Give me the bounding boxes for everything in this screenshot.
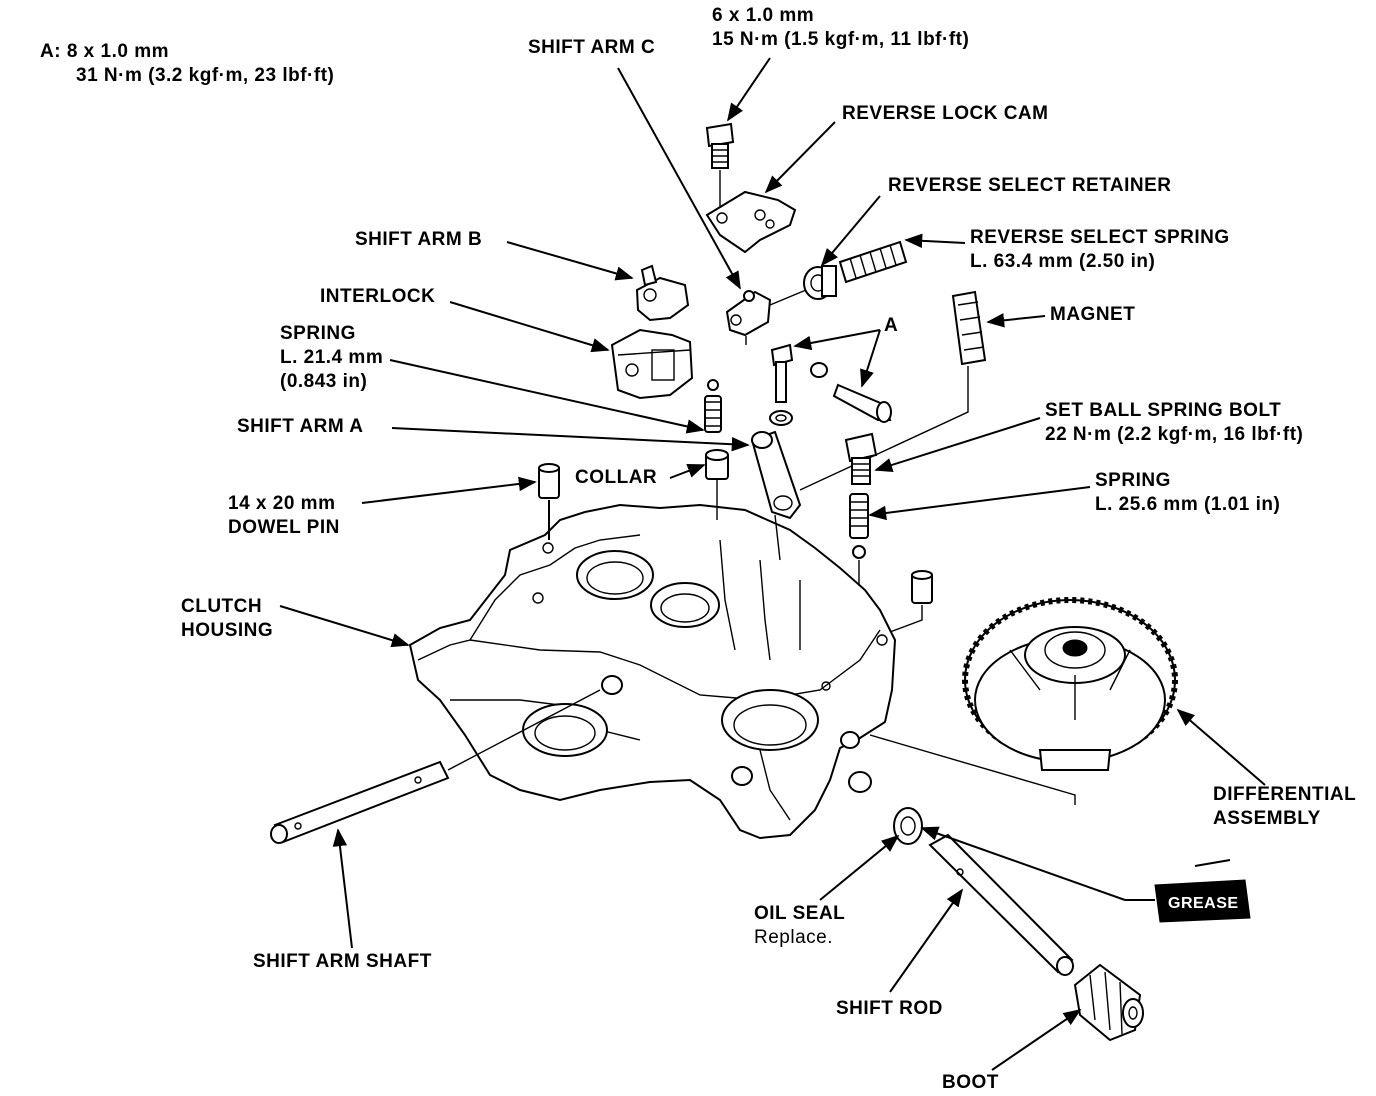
set-ball-spring-bolt-torque: 22 N·m (2.2 kgf·m, 16 lbf·ft) (1045, 424, 1304, 445)
label-collar: COLLAR (575, 467, 658, 488)
oil-seal (893, 807, 923, 845)
label-boot: BOOT (942, 1072, 999, 1093)
label-grease: GREASE (1168, 895, 1239, 912)
label-dowel-pin: 14 x 20 mm DOWEL PIN (228, 492, 340, 540)
label-a-marker: A (884, 315, 899, 336)
shift-arm-c (725, 290, 772, 345)
boot (1073, 963, 1144, 1042)
spring-large-length: L. 25.6 mm (1.01 in) (1095, 494, 1281, 515)
label-reverse-lock-cam: REVERSE LOCK CAM (842, 103, 1049, 124)
reverse-select-spring-length: L. 63.4 mm (2.50 in) (970, 251, 1156, 272)
differential-line1: DIFFERENTIAL (1213, 784, 1357, 805)
label-spring-small: SPRING L. 21.4 mm (0.843 in) (280, 322, 383, 394)
label-spring-large: SPRING L. 25.6 mm (1.01 in) (1095, 469, 1280, 517)
spring-large-name: SPRING (1095, 470, 1171, 491)
label-shift-arm-a: SHIFT ARM A (237, 416, 364, 437)
shift-arm-shaft (270, 689, 601, 844)
bolt-a-right (810, 362, 892, 423)
label-shift-rod: SHIFT ROD (836, 998, 943, 1019)
bolt-a-torque: 31 N·m (3.2 kgf·m, 23 lbf·ft) (76, 65, 335, 86)
grease-tube (1125, 859, 1251, 923)
reverse-select-retainer (769, 265, 837, 306)
differential-assembly (869, 597, 1178, 805)
label-interlock: INTERLOCK (320, 286, 436, 307)
reverse-select-spring (838, 240, 908, 284)
clutch-housing-line2: HOUSING (181, 620, 274, 641)
bolt-a-spec-note: A: 8 x 1.0 mm 31 N·m (3.2 kgf·m, 23 lbf·… (40, 40, 334, 88)
oil-seal-note: Replace. (754, 927, 833, 948)
top-bolt-spec: 6 x 1.0 mm 15 N·m (1.5 kgf·m, 11 lbf·ft) (712, 4, 969, 52)
spring-large (849, 493, 869, 585)
dowel-pin-left (538, 463, 560, 540)
interlock (610, 328, 694, 400)
clutch-housing-line1: CLUTCH (181, 596, 263, 617)
label-clutch-housing: CLUTCH HOUSING (181, 595, 273, 643)
spring-small-name: SPRING (280, 323, 356, 344)
reverse-select-spring-name: REVERSE SELECT SPRING (970, 227, 1230, 248)
label-shift-arm-c: SHIFT ARM C (528, 37, 656, 58)
shift-arm-a (750, 430, 802, 561)
bolt-a-center (769, 343, 794, 426)
top-bolt-torque: 15 N·m (1.5 kgf·m, 11 lbf·ft) (712, 29, 970, 50)
set-ball-spring-bolt-name: SET BALL SPRING BOLT (1045, 400, 1282, 421)
shift-rod (928, 833, 1074, 976)
label-differential-assembly: DIFFERENTIAL ASSEMBLY (1213, 783, 1356, 831)
leader-lines (279, 57, 1266, 1071)
label-reverse-select-retainer: REVERSE SELECT RETAINER (888, 175, 1172, 196)
label-set-ball-spring-bolt: SET BALL SPRING BOLT 22 N·m (2.2 kgf·m, … (1045, 399, 1303, 447)
bolt-a-size: A: 8 x 1.0 mm (40, 41, 169, 62)
dowel-pin-right (889, 570, 933, 633)
shift-arm-b (635, 264, 690, 322)
dowel-pin-name: DOWEL PIN (228, 517, 340, 538)
top-bolt-size: 6 x 1.0 mm (712, 5, 815, 26)
spring-small (704, 379, 722, 433)
clutch-housing (408, 503, 897, 840)
dowel-pin-size: 14 x 20 mm (228, 493, 336, 514)
label-oil-seal: OIL SEAL Replace. (754, 902, 845, 950)
label-shift-arm-shaft: SHIFT ARM SHAFT (253, 951, 432, 972)
oil-seal-name: OIL SEAL (754, 903, 846, 924)
spring-small-inches: (0.843 in) (280, 371, 368, 392)
label-magnet: MAGNET (1050, 304, 1136, 325)
top-bolt (705, 122, 735, 210)
set-ball-spring-bolt (844, 432, 878, 485)
label-reverse-select-spring: REVERSE SELECT SPRING L. 63.4 mm (2.50 i… (970, 226, 1230, 274)
label-shift-arm-b: SHIFT ARM B (355, 229, 483, 250)
collar (705, 449, 729, 520)
reverse-lock-cam (705, 190, 797, 254)
spring-small-length: L. 21.4 mm (280, 347, 384, 368)
differential-line2: ASSEMBLY (1213, 808, 1321, 829)
